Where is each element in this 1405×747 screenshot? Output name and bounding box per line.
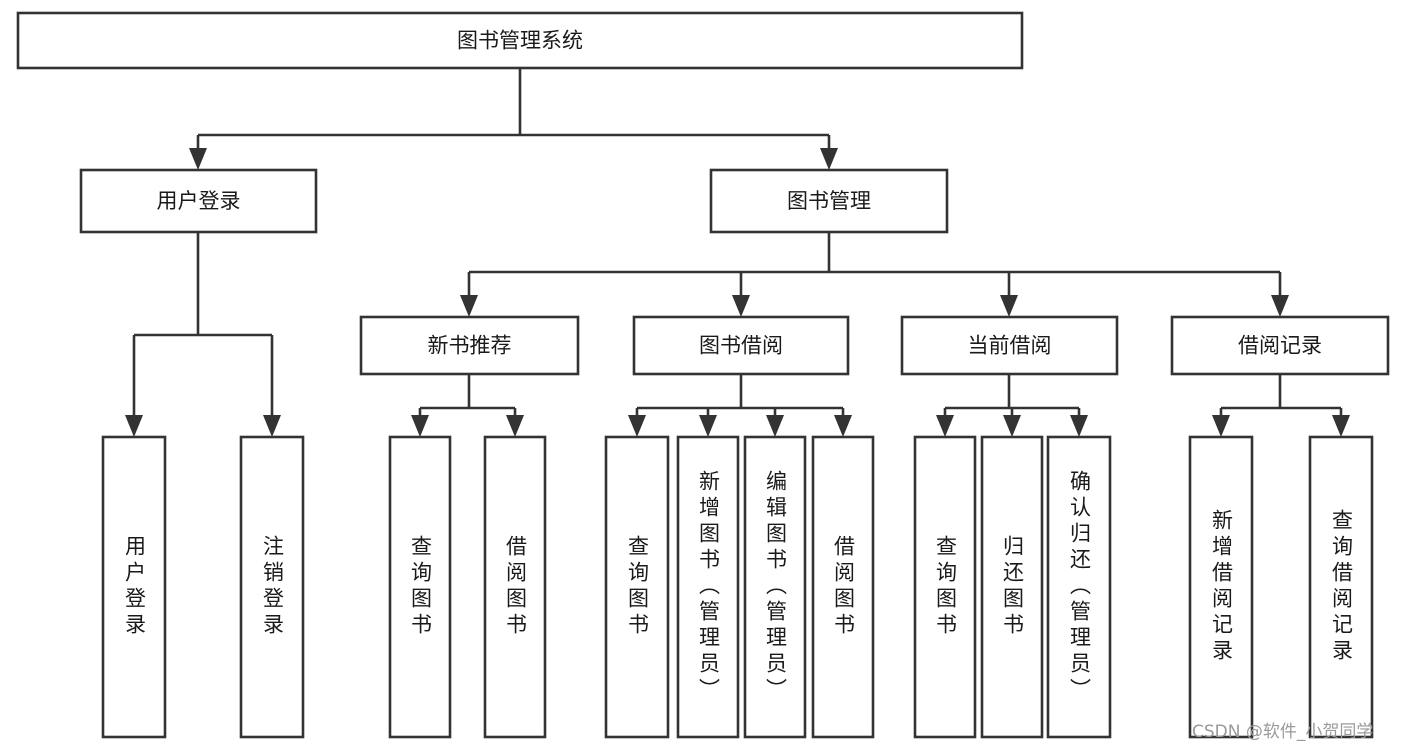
node-level2-0-box xyxy=(79,168,318,234)
userlogin-to-leaves-arrow xyxy=(263,415,281,437)
node-leaf-3[interactable] xyxy=(483,435,547,739)
node-leaf-6-box xyxy=(743,435,807,739)
node-level3-2-box xyxy=(900,315,1119,376)
node-leaf-1-box xyxy=(239,435,305,739)
node-leaf-1[interactable] xyxy=(239,435,305,739)
node-leaf-8-box xyxy=(913,435,977,739)
level3-2-to-leaves-arrow xyxy=(936,415,954,437)
bookmgmt-to-level3-arrow xyxy=(1000,295,1018,317)
root-to-level2-arrow xyxy=(820,148,838,170)
node-leaf-7[interactable] xyxy=(811,435,875,739)
level3-2-to-leaves-arrow xyxy=(1070,415,1088,437)
node-leaf-6[interactable] xyxy=(743,435,807,739)
node-level2-1[interactable]: 图书管理 xyxy=(709,168,949,234)
node-level3-2[interactable]: 当前借阅 xyxy=(900,315,1119,376)
node-leaf-12[interactable] xyxy=(1308,435,1374,739)
bookmgmt-to-level3-arrow xyxy=(1271,295,1289,317)
level3-0-to-leaves-arrow xyxy=(506,415,524,437)
node-leaf-7-box xyxy=(811,435,875,739)
node-level3-2-label: 当前借阅 xyxy=(968,334,1052,358)
node-leaf-0[interactable] xyxy=(101,435,167,739)
node-leaf-3-box xyxy=(483,435,547,739)
node-level3-0[interactable]: 新书推荐 xyxy=(359,315,580,376)
node-level3-1-label: 图书借阅 xyxy=(699,334,783,358)
node-leaf-5-box xyxy=(676,435,740,739)
node-root-图书管理系统[interactable]: 图书管理系统 xyxy=(16,11,1024,70)
node-level3-0-box xyxy=(359,315,580,376)
node-leaf-4-box xyxy=(604,435,670,739)
node-level3-1-box xyxy=(632,315,850,376)
node-leaf-10-box xyxy=(1046,435,1112,739)
node-level3-3-label: 借阅记录 xyxy=(1238,334,1322,358)
userlogin-to-leaves-arrow xyxy=(125,415,143,437)
node-leaf-9-box xyxy=(980,435,1044,739)
node-leaf-9[interactable] xyxy=(980,435,1044,739)
node-level2-0-label: 用户登录 xyxy=(157,189,241,213)
node-level2-0[interactable]: 用户登录 xyxy=(79,168,318,234)
node-root-图书管理系统-label: 图书管理系统 xyxy=(457,29,583,53)
node-leaf-5[interactable] xyxy=(676,435,740,739)
node-level3-3[interactable]: 借阅记录 xyxy=(1170,315,1390,376)
node-leaf-11[interactable] xyxy=(1188,435,1254,739)
level3-1-to-leaves-arrow xyxy=(699,415,717,437)
node-leaf-0-box xyxy=(101,435,167,739)
level3-3-to-leaves-arrow xyxy=(1332,415,1350,437)
node-leaf-10[interactable] xyxy=(1046,435,1112,739)
node-level2-1-box xyxy=(709,168,949,234)
node-leaf-2[interactable] xyxy=(388,435,452,739)
node-level3-0-label: 新书推荐 xyxy=(428,334,512,358)
level3-1-to-leaves-arrow xyxy=(834,415,852,437)
node-leaf-4[interactable] xyxy=(604,435,670,739)
node-level2-1-label: 图书管理 xyxy=(787,189,871,213)
level3-0-to-leaves-arrow xyxy=(411,415,429,437)
node-level3-3-box xyxy=(1170,315,1390,376)
csdn-watermark: CSDN @软件_小贺同学 xyxy=(1192,722,1374,742)
node-level3-1[interactable]: 图书借阅 xyxy=(632,315,850,376)
connector-layer xyxy=(125,68,1350,437)
node-leaf-2-box xyxy=(388,435,452,739)
node-leaf-8[interactable] xyxy=(913,435,977,739)
level3-1-to-leaves-arrow xyxy=(766,415,784,437)
root-to-level2-arrow xyxy=(189,148,207,170)
level3-1-to-leaves-arrow xyxy=(628,415,646,437)
node-leaf-12-box xyxy=(1308,435,1374,739)
bookmgmt-to-level3-arrow xyxy=(460,295,478,317)
node-leaf-11-box xyxy=(1188,435,1254,739)
level3-3-to-leaves-arrow xyxy=(1212,415,1230,437)
level3-2-to-leaves-arrow xyxy=(1003,415,1021,437)
node-root-图书管理系统-box xyxy=(16,11,1024,70)
bookmgmt-to-level3-arrow xyxy=(732,295,750,317)
